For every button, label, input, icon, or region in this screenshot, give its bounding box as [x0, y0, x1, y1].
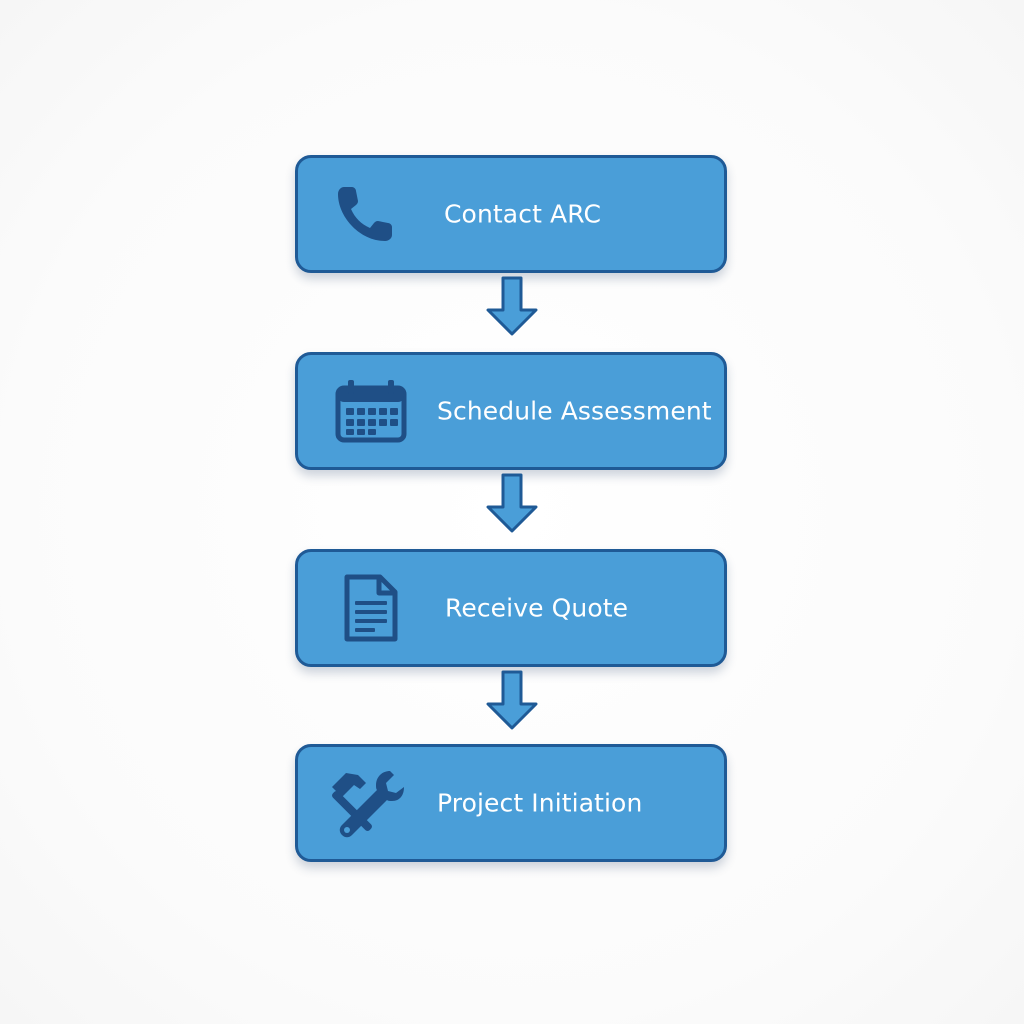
- step-schedule-assessment[interactable]: Schedule Assessment: [295, 352, 727, 470]
- step-label: Project Initiation: [437, 788, 643, 818]
- step-project-initiation[interactable]: Project Initiation: [295, 744, 727, 862]
- step-contact-arc[interactable]: Contact ARC: [295, 155, 727, 273]
- tools-icon: [332, 771, 404, 838]
- step-label: Schedule Assessment: [437, 396, 712, 426]
- document-icon: [344, 574, 398, 642]
- down-arrow-icon: [486, 473, 538, 533]
- step-receive-quote[interactable]: Receive Quote: [295, 549, 727, 667]
- down-arrow-icon: [486, 276, 538, 336]
- calendar-icon: [335, 380, 407, 443]
- down-arrow-icon: [486, 670, 538, 730]
- step-label: Contact ARC: [444, 199, 601, 229]
- step-label: Receive Quote: [445, 593, 629, 623]
- phone-icon: [338, 187, 392, 241]
